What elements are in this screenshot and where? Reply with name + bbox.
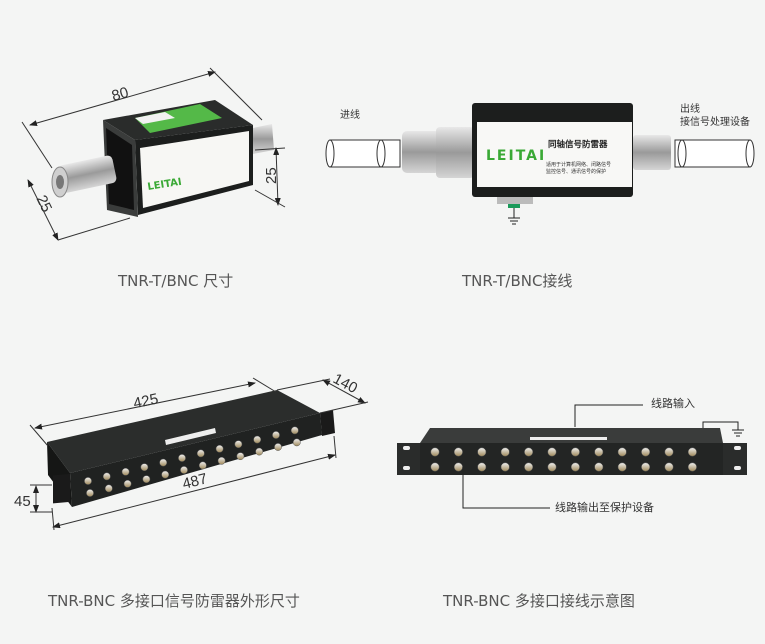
bnc-port [290,426,299,435]
bnc-port [196,449,205,458]
bnc-port [161,470,170,479]
bnc-port [524,447,534,457]
bnc-port [272,431,280,439]
bnc-port [500,447,510,457]
input-callout-line [574,404,643,427]
output-device-label: 接信号处理设备 [680,117,750,128]
bnc-port [664,462,674,472]
bnc-port [274,443,282,451]
tnr-bnc-rack-wiring-drawing [397,404,747,509]
bnc-port [198,461,207,470]
caption-tnr-bnc-dimensions: TNR-BNC 多接口信号防雷器外形尺寸 [48,592,300,610]
left-mounting-ear [53,473,70,504]
dimension-total-width: 487 [181,470,209,493]
bnc-port [500,462,510,472]
bnc-port [217,456,226,465]
bnc-port [524,462,534,472]
tnr-t-bnc-wiring-drawing: LEITAI 同轴信号防雷器 适用于计算机网络、闭路信号 监控信号、通讯信号的保… [325,103,755,225]
ground-icon [508,208,520,225]
bnc-port [236,452,245,461]
brand-logo: LEITAI [147,177,183,193]
bnc-port [547,447,557,457]
caption-tnr-bnc-wiring: TNR-BNC 多接口接线示意图 [443,592,635,610]
right-mounting-ear [320,410,335,436]
input-label: 进线 [340,110,360,121]
caption-tnr-t-bnc-dimensions: TNR-T/BNC 尺寸 [118,272,234,290]
bnc-port [453,447,463,457]
left-mounting-ear [397,443,420,475]
output-cable [674,139,755,168]
bnc-port [86,489,94,497]
bnc-port [477,462,487,472]
bnc-port [617,447,627,457]
bnc-port [102,472,111,481]
ground-icon [732,429,744,437]
bnc-port [253,435,262,444]
bnc-port [594,462,604,472]
bnc-port [594,447,604,457]
bnc-port [255,447,264,456]
device-label [477,122,632,187]
ground-wire [702,421,739,430]
bnc-port [142,475,151,484]
bnc-port [159,458,168,467]
bnc-port [215,444,224,453]
tnr-t-bnc-dimension-drawing: LEITAI 80 25 25 [21,67,286,241]
bnc-port [687,447,697,457]
dimension-width: 25 [33,193,56,215]
bnc-port [641,462,651,472]
input-cable [325,139,401,168]
dimension-height: 25 [263,167,280,184]
input-bnc-connector [402,127,474,178]
device-title: 同轴信号防雷器 [548,139,608,150]
bnc-port [453,462,463,472]
dimension-length: 80 [110,84,131,105]
bnc-port [121,467,130,476]
bnc-port [547,462,557,472]
bnc-port [292,438,301,447]
bnc-port [140,463,149,472]
dimension-height: 45 [14,493,31,510]
line-output-label: 线路输出至保护设备 [555,501,654,514]
bnc-port [178,454,186,462]
output-bnc-connector [633,135,671,170]
line-input-label: 线路输入 [651,397,695,410]
bnc-port [234,440,243,449]
rear-bnc-connector [253,124,274,154]
bnc-port [477,447,487,457]
device-desc-2: 监控信号、通讯信号的保护 [546,168,606,175]
bnc-port [687,462,697,472]
bnc-port [570,462,580,472]
output-label: 出线 [680,104,700,115]
rack-front-face [420,443,723,475]
tnr-bnc-rack-dimension-drawing: 425 140 487 45 [14,370,369,531]
ground-terminal [497,197,533,204]
bnc-port [123,479,132,488]
bnc-port [641,447,651,457]
bnc-connector-grid [430,447,697,472]
bnc-port [430,447,440,457]
device-desc-1: 适用于计算机网络、闭路信号 [546,161,611,168]
device-side-label [140,131,249,208]
rack-top-face [420,428,723,443]
bnc-port [104,484,113,493]
bnc-port [430,462,440,472]
bnc-port [617,462,627,472]
bnc-port [570,447,580,457]
output-callout-line [462,467,550,509]
bnc-port [84,477,92,485]
bnc-port [180,466,188,474]
dimension-depth: 140 [330,370,360,397]
bnc-port [664,447,674,457]
brand-logo: LEITAI [486,148,546,164]
caption-tnr-t-bnc-wiring: TNR-T/BNC接线 [462,272,573,290]
dimension-body-width: 425 [132,390,160,412]
